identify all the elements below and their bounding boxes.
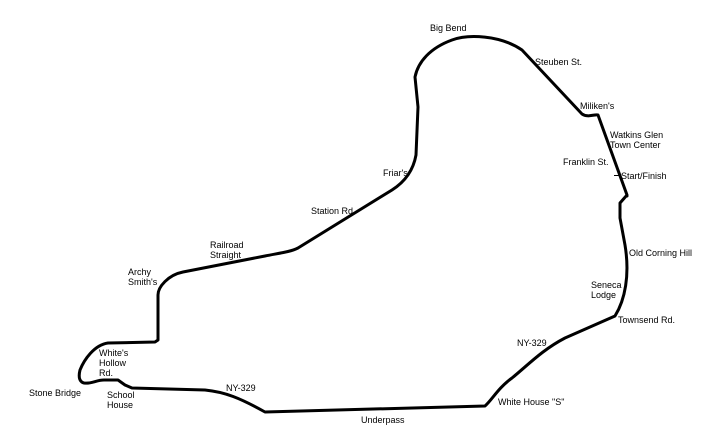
label-railroad-straight: Railroad Straight (210, 240, 244, 260)
label-seneca-lodge: Seneca Lodge (591, 280, 622, 300)
label-white-house-s: White House "S" (498, 397, 565, 407)
label-underpass: Underpass (361, 415, 405, 425)
label-old-corning-hill: Old Corning Hill (629, 248, 693, 258)
label-big-bend: Big Bend (430, 23, 467, 33)
label-friars: Friar's (383, 168, 408, 178)
label-start-finish: Start/Finish (621, 171, 667, 181)
label-ny329-right: NY-329 (517, 338, 547, 348)
label-steuben: Steuben St. (535, 57, 583, 67)
label-millikens: Miliken's (580, 101, 615, 111)
label-townsend-rd: Townsend Rd. (618, 315, 676, 325)
label-school-house: School House (107, 390, 135, 410)
label-watkins-glen: Watkins Glen Town Center (610, 130, 664, 150)
label-whites-hollow: White's Hollow Rd. (99, 348, 129, 378)
label-franklin: Franklin St. (563, 157, 609, 167)
label-station-rd: Station Rd. (311, 206, 356, 216)
start-finish-marker (625, 194, 629, 198)
label-ny329-left: NY-329 (226, 383, 256, 393)
label-stone-bridge: Stone Bridge (29, 388, 82, 398)
label-archy-smiths: Archy Smith's (128, 267, 158, 287)
track-outline (77, 35, 629, 414)
start-finish-tick (614, 175, 620, 176)
